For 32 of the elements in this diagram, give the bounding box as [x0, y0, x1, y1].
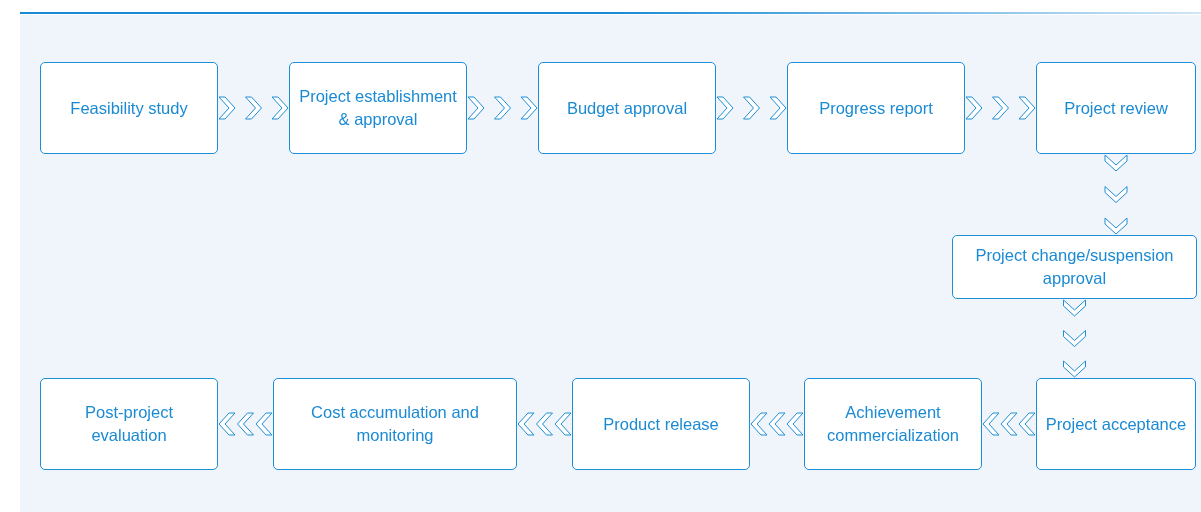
step-label: Project review: [1064, 97, 1168, 119]
chevron-arrow: [218, 96, 289, 120]
chevron-arrow: [750, 412, 804, 436]
step-label: Project change/suspension approval: [974, 245, 1175, 289]
step-label: Achievement commercialization: [825, 402, 960, 446]
process-box: [40, 62, 218, 154]
chevron-arrow: [982, 412, 1036, 436]
chevron-arrow: [467, 96, 538, 120]
chevron-arrow: [1104, 154, 1128, 235]
step-label: Cost accumulation and monitoring: [310, 402, 480, 446]
chevron-arrow: [1063, 299, 1086, 378]
process-box: [572, 378, 750, 470]
process-box: [273, 378, 517, 470]
step-label: Project acceptance: [1045, 413, 1187, 435]
chevron-arrow: [965, 96, 1036, 120]
step-label: Project establishment & approval: [298, 86, 458, 130]
process-box: [289, 62, 467, 154]
process-box: [1036, 62, 1196, 154]
process-box: [40, 378, 218, 470]
process-box: [952, 235, 1197, 299]
chevron-arrow: [517, 412, 572, 436]
step-label: Feasibility study: [70, 97, 188, 119]
process-box: [804, 378, 982, 470]
process-box: [787, 62, 965, 154]
step-label: Progress report: [819, 97, 933, 119]
step-label: Product release: [603, 413, 719, 435]
chevron-arrow: [218, 412, 273, 436]
step-label: Post-project evaluation: [83, 402, 174, 446]
chevron-arrow: [716, 96, 787, 120]
step-label: Budget approval: [566, 97, 688, 119]
process-box: [538, 62, 716, 154]
process-box: [1036, 378, 1196, 470]
